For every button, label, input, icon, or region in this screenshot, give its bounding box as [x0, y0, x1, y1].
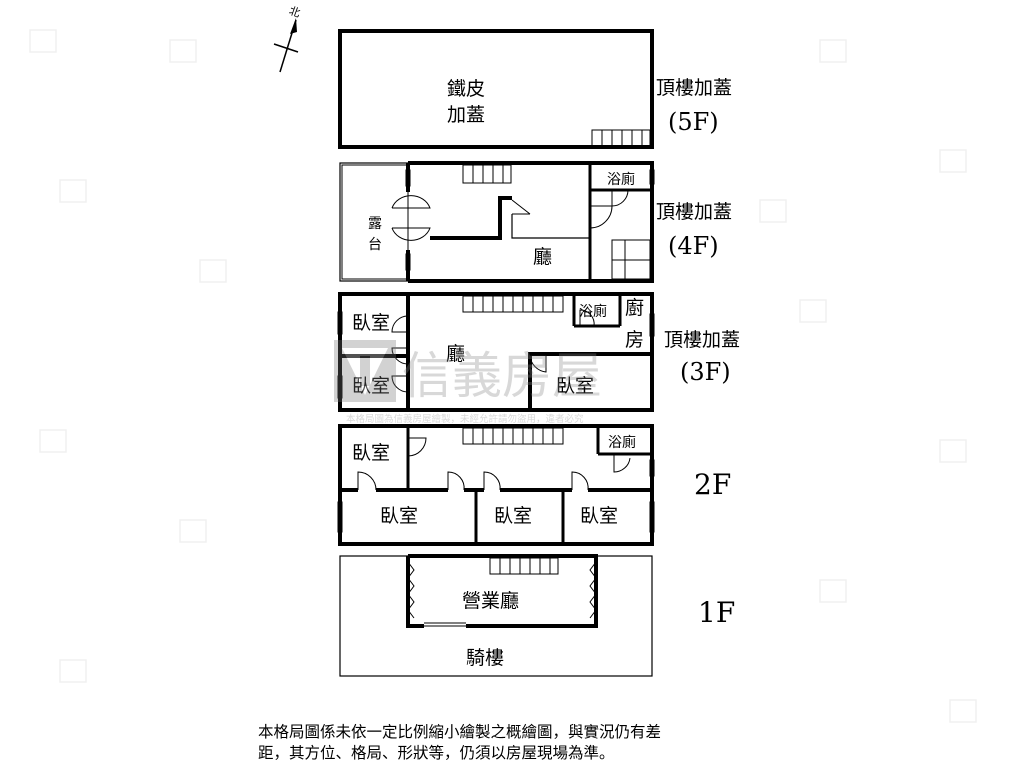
floor-3f-plan: 臥室 臥室 廳 浴廁 廚 房 臥室	[337, 292, 655, 412]
brand-watermark: 信義房屋 本格局圖為信義房屋繪製，未經允許請勿盜用，違者必究	[334, 340, 602, 425]
stair-icon	[591, 129, 651, 147]
stair-icon	[462, 295, 564, 313]
floor-2f-plan: 臥室 浴廁 臥室 臥室 臥室	[337, 424, 655, 546]
room-label-bedroom-sw: 臥室	[352, 375, 390, 397]
door-icon	[391, 189, 629, 241]
stair-icon	[489, 557, 559, 575]
room-label-kitchen: 廚	[625, 296, 644, 319]
room-label-shop: 營業廳	[462, 590, 519, 612]
room-label-kitchen-2: 房	[625, 329, 644, 351]
floor-5f-level: (5F)	[668, 108, 719, 136]
floor-4f-plan: 露 台 廳 浴廁	[339, 161, 655, 283]
room-label-iron-roof-2: 加蓋	[447, 104, 485, 126]
disclaimer-note: 本格局圖係未依一定比例縮小繪製之概繪圖，與實況仍有差 距，其方位、格局、形狀等，…	[258, 722, 778, 764]
floor-1f-level: 1F	[698, 596, 735, 629]
north-arrow-icon: 北	[273, 4, 302, 73]
room-label-iron-roof: 鐵皮	[447, 78, 485, 100]
shutter-icon	[407, 561, 597, 619]
room-label-bathroom: 浴廁	[608, 434, 636, 451]
room-label-arcade: 騎樓	[466, 647, 504, 669]
room-label-terrace: 露	[368, 216, 382, 232]
door-icon	[357, 437, 631, 491]
floor-3f-level: (3F)	[680, 358, 731, 386]
room-label-hall: 廳	[533, 246, 552, 268]
room-label-hall: 廳	[446, 343, 465, 365]
brand-logo-icon	[334, 340, 396, 402]
room-label-bedroom-nw: 臥室	[352, 442, 390, 464]
disclaimer-line-2: 距，其方位、格局、形狀等，仍須以房屋現場為準。	[258, 744, 615, 762]
stair-icon	[462, 164, 651, 280]
room-label-bedroom-3: 臥室	[580, 505, 618, 527]
door-icon	[391, 309, 595, 393]
room-label-terrace-2: 台	[368, 237, 382, 253]
disclaimer-line-1: 本格局圖係未依一定比例縮小繪製之概繪圖，與實況仍有差	[258, 723, 662, 741]
room-label-bathroom: 浴廁	[607, 171, 635, 188]
room-label-bedroom-1: 臥室	[380, 505, 418, 527]
floor-4f-level: (4F)	[668, 232, 719, 260]
room-label-bedroom-2: 臥室	[494, 505, 532, 527]
watermark-notice: 本格局圖為信義房屋繪製，未經允許請勿盜用，違者必究	[346, 413, 584, 425]
floor-2f-level: 2F	[694, 468, 731, 501]
floor-5f-plan: 鐵皮 加蓋	[338, 29, 654, 149]
compass-label: 北	[287, 4, 302, 20]
background-watermark-pattern	[29, 29, 977, 723]
room-label-bathroom: 浴廁	[579, 303, 607, 320]
floor-5f-title: 頂樓加蓋	[656, 77, 732, 99]
room-label-bedroom-nw: 臥室	[352, 312, 390, 334]
room-label-bedroom-se: 臥室	[556, 375, 594, 397]
floor-titles: 頂樓加蓋 (5F) 頂樓加蓋 (4F) 頂樓加蓋 (3F) 2F 1F	[656, 77, 740, 629]
floor-1f-plan: 營業廳 騎樓	[339, 554, 653, 677]
stair-icon	[462, 427, 564, 445]
floor-4f-title: 頂樓加蓋	[656, 201, 732, 223]
brand-watermark-text: 信義房屋	[402, 347, 602, 405]
floor-3f-title: 頂樓加蓋	[664, 329, 740, 351]
